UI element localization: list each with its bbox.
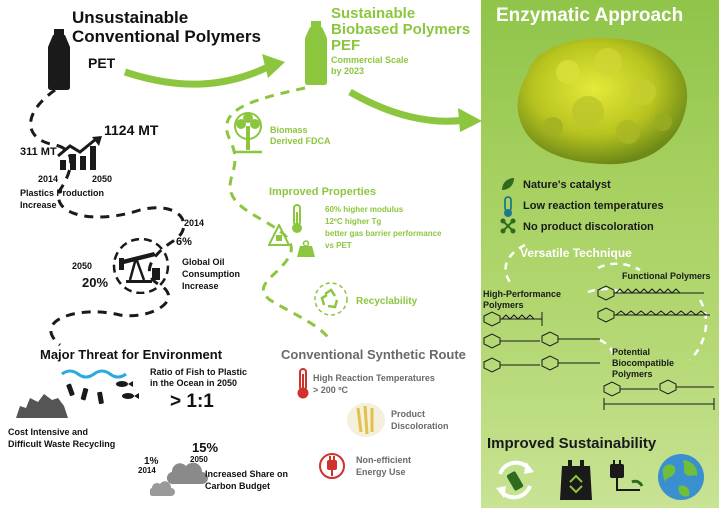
arrow-pef-to-enzyme [348, 88, 466, 125]
oil-year-2050: 2050 [72, 261, 93, 271]
waste-line1: Cost Intensive and [8, 427, 89, 437]
pet-label: PET [88, 55, 116, 71]
oil-label-line3: Increase [182, 281, 219, 291]
recycled-bag-icon [560, 460, 592, 500]
versatile-technique-heading: Versatile Technique [520, 246, 632, 260]
high-temp-line1: High Reaction Temperatures [313, 373, 435, 383]
high-performance-line2: Polymers [483, 300, 524, 310]
carbon-pct-15: 15% [192, 440, 219, 455]
plastics-label-line1: Plastics Production [20, 188, 105, 198]
no-discoloration-label: No product discoloration [523, 221, 654, 233]
leaf-icon [502, 178, 514, 190]
energy-plug-icon [319, 453, 345, 479]
globe-icon [658, 454, 704, 500]
carbon-year-2050: 2050 [190, 455, 208, 464]
plastic-bottle-icon [48, 29, 70, 90]
fish-ratio-line1: Ratio of Fish to Plastic [150, 367, 248, 377]
energy-line2: Energy Use [356, 467, 406, 477]
biocompatible-line2: Biocompatible [612, 358, 675, 368]
left-dashed-path [29, 88, 186, 347]
carbon-pct-1: 1% [144, 456, 159, 467]
product-discoloration-line2: Discoloration [391, 421, 449, 431]
biomass-tree-icon [234, 112, 262, 154]
high-performance-line1: High-Performance [483, 289, 562, 299]
biomass-line1: Biomass [270, 125, 308, 135]
recycle-icon [314, 282, 348, 316]
low-temperatures-label: Low reaction temperatures [523, 200, 664, 212]
improved-properties-heading: Improved Properties [269, 186, 376, 198]
carbon-line1: Increased Share on [205, 469, 289, 479]
natures-catalyst-label: Nature's catalyst [523, 179, 611, 191]
commercial-scale-line2: by 2023 [331, 66, 365, 76]
low-temperature-icon [504, 196, 512, 217]
arrow-pet-to-pef [123, 62, 272, 88]
oil-pct-6: 6% [176, 236, 192, 248]
polymer-structures-icon [483, 285, 715, 410]
sustainable-title-line1: Sustainable [331, 5, 416, 22]
high-temperature-icon [297, 368, 309, 399]
oil-label-line1: Global Oil [182, 257, 225, 267]
property-modulus: 60% higher modulus [325, 205, 404, 214]
oil-pct-20: 20% [82, 275, 109, 290]
product-discoloration-line1: Product [391, 409, 426, 419]
property-vs-pet: vs PET [325, 241, 352, 250]
carbon-year-2014: 2014 [138, 466, 156, 475]
enzyme-structure-icon [517, 38, 688, 165]
major-threat-heading: Major Threat for Environment [40, 347, 223, 362]
green-bottle-icon [305, 21, 327, 85]
waste-line2: Difficult Waste Recycling [8, 439, 116, 449]
sustainable-title-line3: PEF [331, 37, 361, 54]
recyclability-label: Recyclability [356, 296, 418, 307]
weight-icon [297, 240, 315, 257]
plug-icon [610, 460, 644, 491]
waste-pile-icon [16, 394, 68, 418]
biomass-line2: Derived FDCA [270, 136, 331, 146]
strength-icon [268, 224, 290, 246]
property-gas-barrier: better gas barrier performance [325, 229, 442, 238]
property-tg: 12ºC higher Tg [325, 217, 382, 226]
discolored-product-icon [347, 403, 385, 437]
plastics-year-2014: 2014 [38, 174, 59, 184]
oil-pump-icon [112, 238, 170, 294]
conventional-route-heading: Conventional Synthetic Route [281, 347, 466, 362]
plastics-year-2050: 2050 [92, 174, 113, 184]
unsustainable-title-line2: Conventional Polymers [72, 27, 261, 46]
mt-1124-value: 1124 MT [104, 122, 159, 138]
unsustainable-title-line1: Unsustainable [72, 8, 189, 27]
high-temp-line2: > 200 ºC [313, 385, 349, 395]
growth-chart-icon [57, 136, 102, 170]
energy-line1: Non-efficient [356, 455, 411, 465]
biocompatible-line3: Polymers [612, 369, 653, 379]
molecule-icon [500, 218, 516, 234]
functional-polymers-label: Functional Polymers [622, 271, 711, 281]
plastics-label-line2: Increase [20, 200, 57, 210]
improved-sustainability-heading: Improved Sustainability [487, 435, 657, 452]
fish-ratio-value: > 1:1 [170, 391, 214, 412]
commercial-scale-line1: Commercial Scale [331, 55, 409, 65]
right-dashed-path [504, 243, 708, 361]
ocean-plastic-icon [61, 369, 139, 405]
bottle-recycle-icon [496, 460, 534, 500]
carbon-line2: Carbon Budget [205, 481, 270, 491]
oil-year-2014: 2014 [184, 218, 205, 228]
biocompatible-line1: Potential [612, 347, 651, 357]
oil-label-line2: Consumption [182, 269, 240, 279]
arrow-pef-to-enzyme-head [458, 108, 482, 132]
enzymatic-approach-title: Enzymatic Approach [496, 5, 684, 26]
cloud-icon [150, 462, 208, 496]
middle-dashed-path [225, 86, 332, 341]
thermometer-icon [292, 204, 302, 233]
arrow-pet-to-pef-head [262, 54, 285, 78]
mt-311-value: 311 MT [20, 146, 57, 158]
fish-ratio-line2: in the Ocean in 2050 [150, 378, 238, 388]
sustainable-title-line2: Biobased Polymers [331, 21, 471, 38]
